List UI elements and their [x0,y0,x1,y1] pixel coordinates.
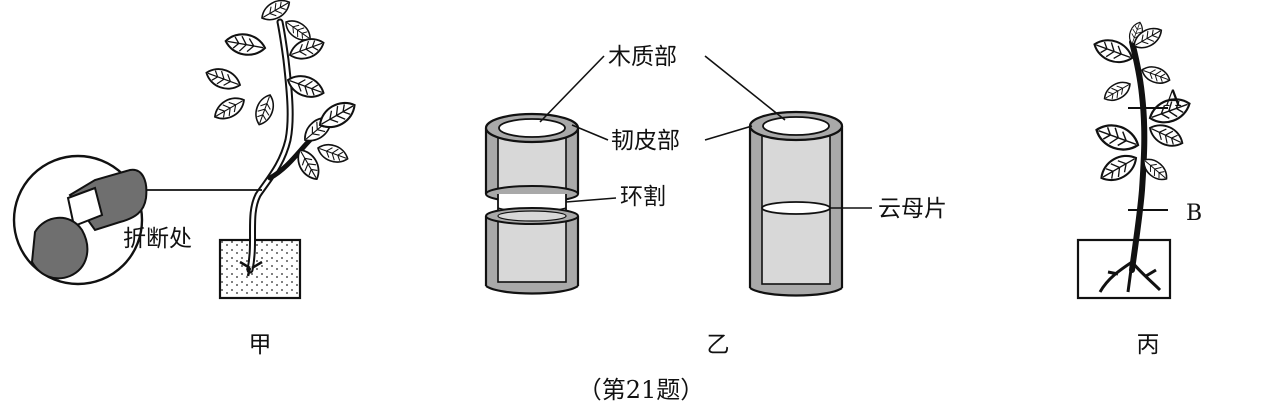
label-b: B [1186,201,1202,226]
leader-phloem-left [571,124,609,141]
leader-girdling [565,197,617,203]
cylinder-girdled [484,112,580,295]
label-break-point: 折断处 [123,226,192,252]
pot-jia [218,238,302,300]
label-girdling: 环割 [620,184,666,210]
leader-xylem-left [539,55,605,123]
caption-jia: 甲 [249,332,272,358]
mica-sheet [761,201,831,215]
leader-phloem-right [704,125,753,141]
label-phloem: 韧皮部 [611,128,680,154]
panel-yi: 木质部 韧皮部 环割 云母片 乙 [484,44,947,358]
label-a: A [1164,87,1182,112]
cylinder-mica [748,110,844,297]
caption-bing: 丙 [1137,332,1160,358]
stem-bing [1129,39,1148,273]
panel-bing: A B 丙 [1076,19,1202,358]
label-xylem: 木质部 [608,44,677,70]
label-mica-sheet: 云母片 [878,196,947,222]
leader-xylem-right [704,55,786,121]
figure-caption: （第21题） [578,376,705,404]
stem-jia [246,18,294,274]
panel-jia: 折断处 甲 [12,0,361,358]
caption-yi: 乙 [707,332,730,358]
